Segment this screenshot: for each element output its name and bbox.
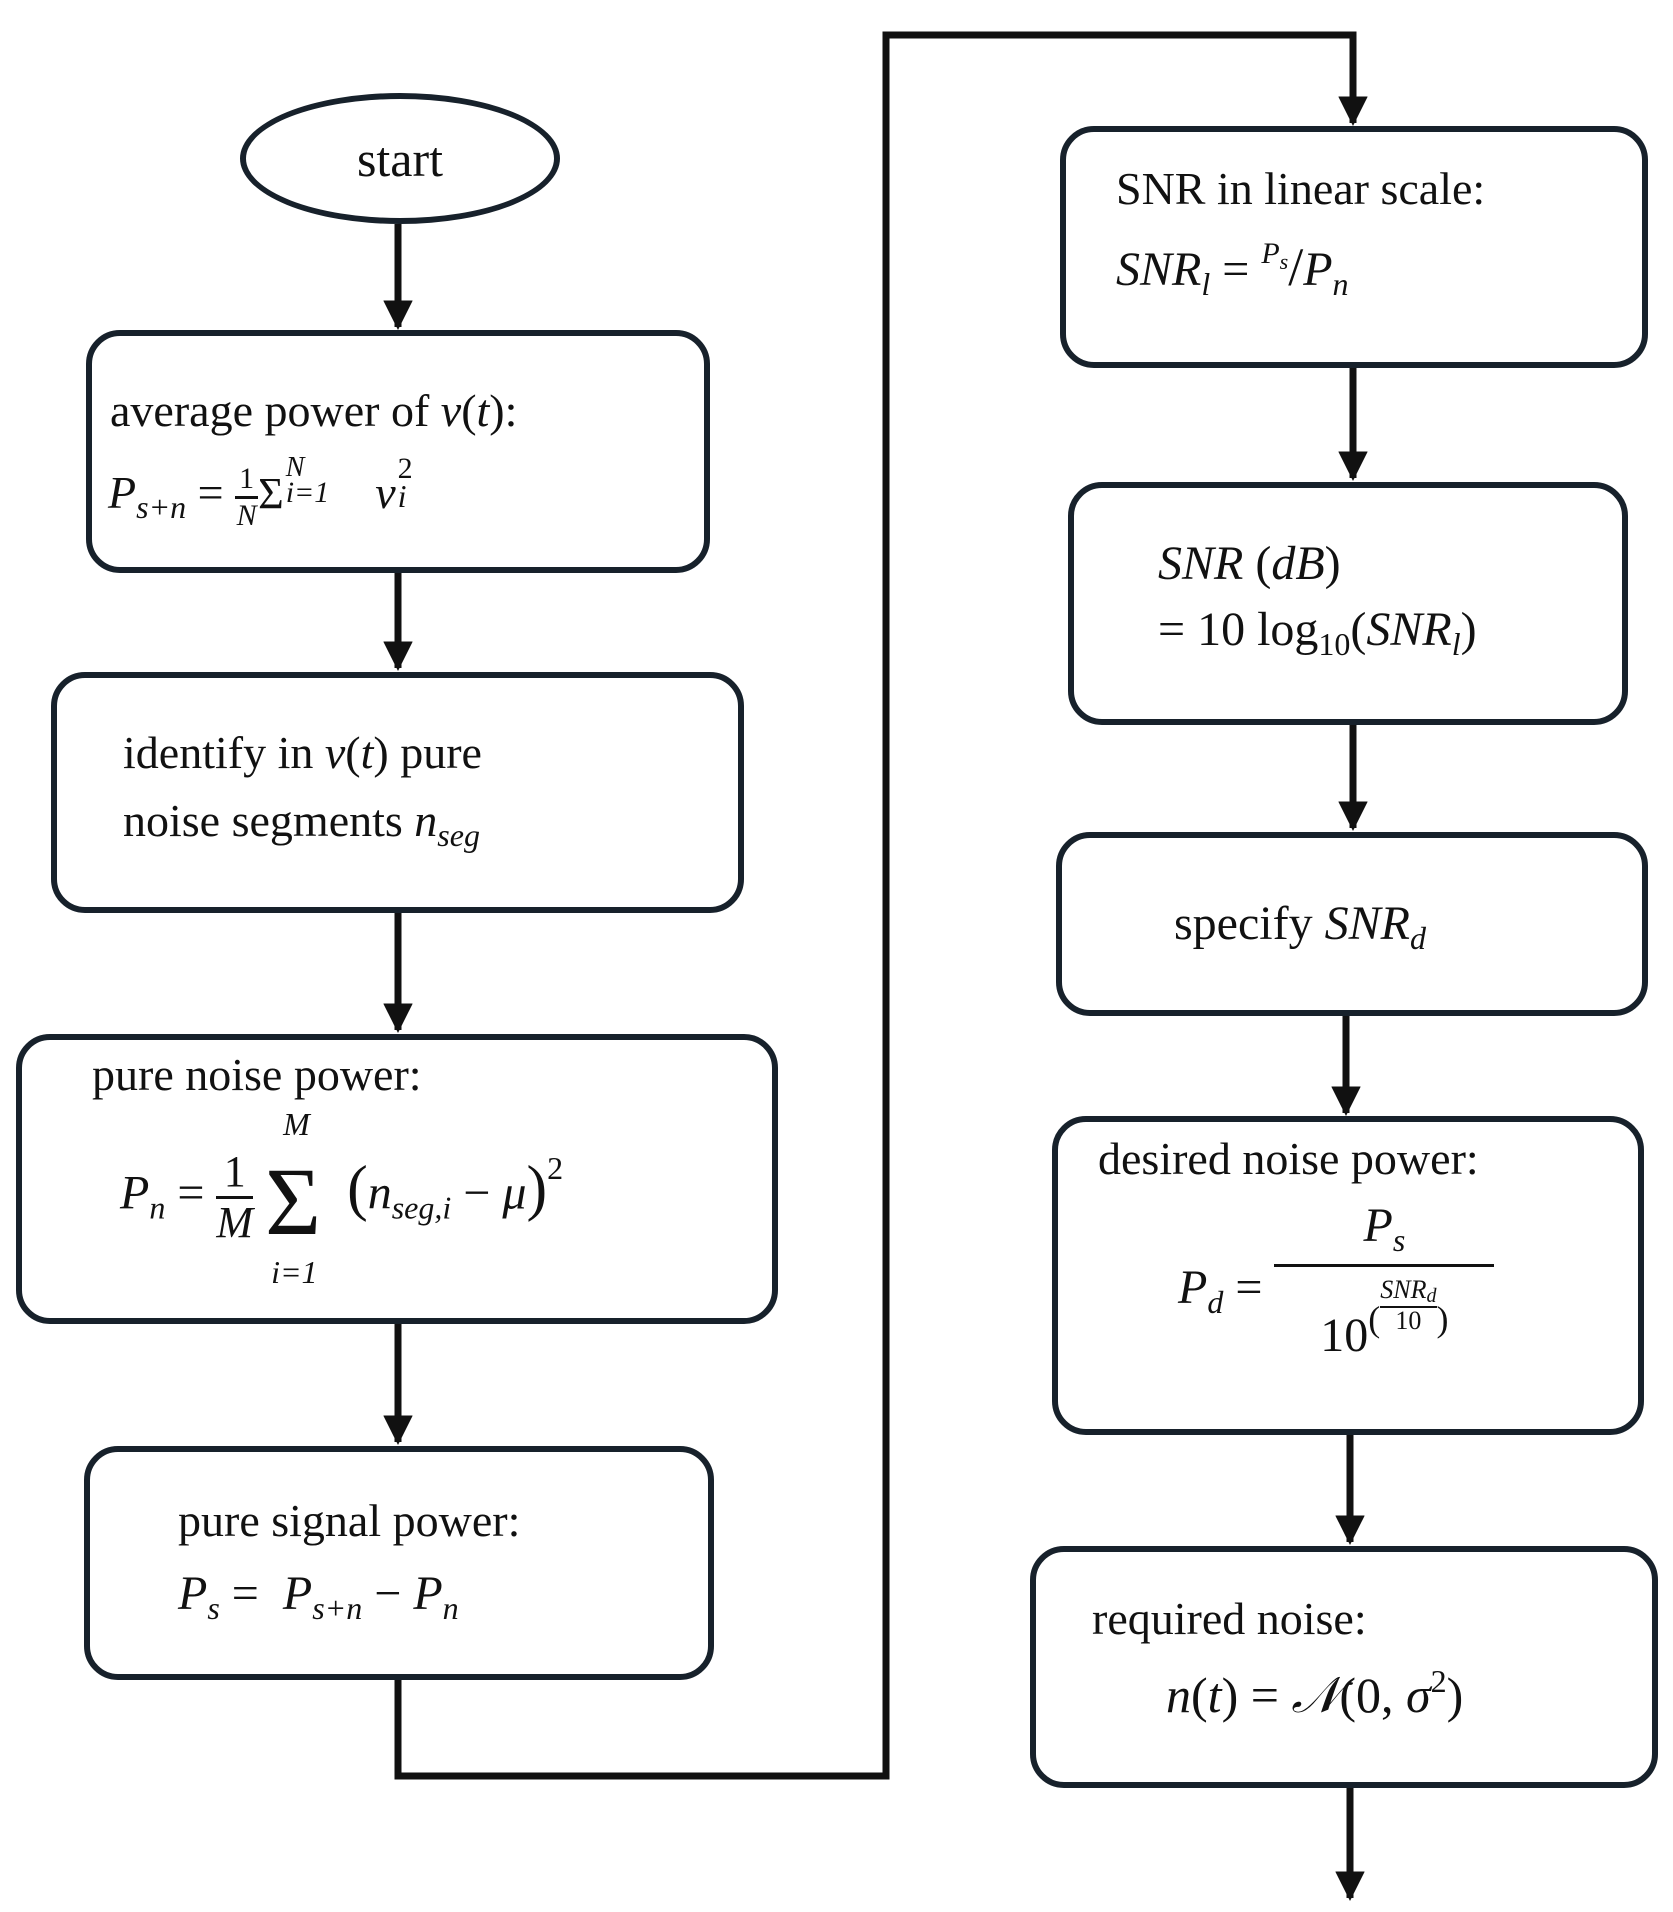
desired-noise-power-title: desired noise power: (1098, 1133, 1479, 1184)
pure-signal-power-title: pure signal power: (178, 1495, 521, 1546)
required-noise-box: required noise: n(t) = 𝒩(0, σ2) (1030, 1546, 1658, 1788)
pure-noise-power-title: pure noise power: (92, 1049, 422, 1100)
snr-linear-title: SNR in linear scale: (1116, 163, 1486, 214)
arrow-signal-power-to-snr-linear (394, 31, 1368, 1780)
snr-db-line-2: = 10 log10(SNRl) (1158, 603, 1477, 662)
snr-db-line-1: SNR (dB) (1158, 537, 1341, 590)
snr-linear-box: SNR in linear scale: SNRl = Ps/Pn (1060, 126, 1648, 368)
snr-linear-formula: SNRl = Ps/Pn (1116, 237, 1349, 302)
pure-signal-power-box: pure signal power: Ps = Ps+n − Pn (84, 1446, 714, 1680)
identify-segments-box: identify in v(t) pure noise segments nse… (51, 672, 744, 913)
identify-line-2: noise segments nseg (123, 795, 480, 853)
average-power-title: average power of v(t): (110, 385, 518, 436)
identify-line-1: identify in v(t) pure (123, 727, 482, 778)
start-label: start (356, 130, 444, 187)
start-node: start (240, 93, 560, 224)
required-noise-formula: n(t) = 𝒩(0, σ2) (1166, 1663, 1464, 1724)
specify-snr-box: specify SNRd (1056, 832, 1648, 1016)
pure-signal-power-formula: Ps = Ps+n − Pn (178, 1567, 459, 1626)
snr-db-box: SNR (dB) = 10 log10(SNRl) (1068, 482, 1628, 725)
required-noise-title: required noise: (1092, 1593, 1367, 1644)
specify-snr-label: specify SNRd (1174, 897, 1426, 956)
